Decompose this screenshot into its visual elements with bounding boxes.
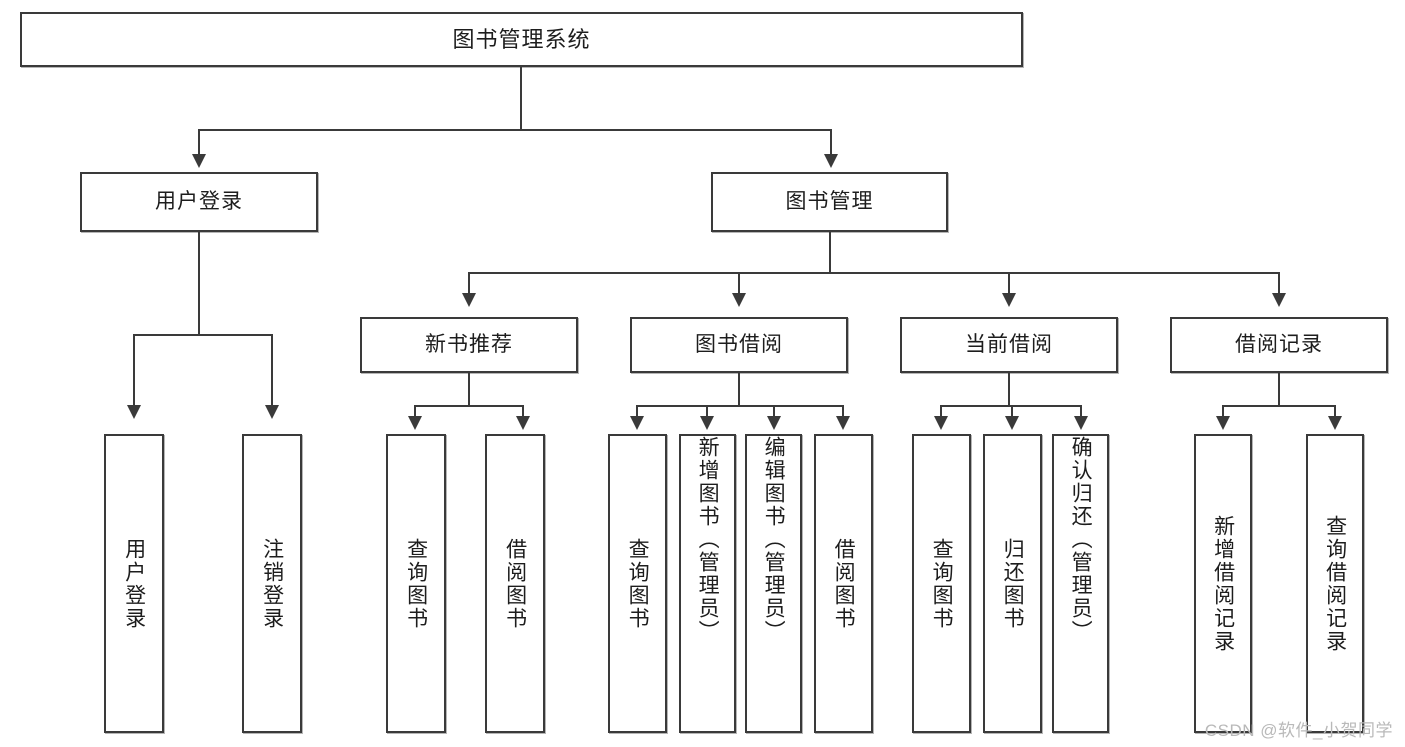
arrow-book-mgmt-to-l3-1 <box>462 293 476 307</box>
connector-book-borrow-stem <box>738 373 740 407</box>
connector-user-login-to-leaf-2 <box>271 334 273 406</box>
connector-book-borrow-to-leaf-2 <box>706 405 708 417</box>
node-borrow-record[interactable]: 借阅记录 <box>1170 317 1388 373</box>
connector-new-book-stem <box>468 373 470 407</box>
connector-current-borrow-to-leaf-2 <box>1011 405 1013 417</box>
node-book-borrow[interactable]: 图书借阅 <box>630 317 848 373</box>
arrow-new-book-to-leaf-2 <box>516 416 530 430</box>
connector-new-book-to-leaf-2 <box>522 405 524 417</box>
connector-borrow-record-bus <box>1222 405 1336 407</box>
leaf-confirm-return-admin[interactable]: 确认归还（管理员） <box>1052 434 1109 733</box>
leaf-label: 新增图书（管理员） <box>696 436 720 643</box>
arrow-book-borrow-to-leaf-3 <box>767 416 781 430</box>
leaf-label: 借阅图书 <box>832 537 856 630</box>
node-label: 借阅记录 <box>1235 332 1323 356</box>
node-user-login[interactable]: 用户登录 <box>80 172 318 232</box>
arrow-borrow-record-to-leaf-1 <box>1216 416 1230 430</box>
arrow-book-mgmt-to-l3-2 <box>732 293 746 307</box>
node-label: 图书管理系统 <box>452 26 591 52</box>
connector-book-borrow-to-leaf-1 <box>636 405 638 417</box>
connector-book-mgmt-to-l3-2 <box>738 272 740 294</box>
node-label: 图书管理 <box>785 189 874 213</box>
leaf-return-book[interactable]: 归还图书 <box>983 434 1042 733</box>
leaf-label: 查询借阅记录 <box>1323 514 1347 653</box>
watermark: CSDN @软件_小贺同学 <box>1204 721 1393 740</box>
connector-current-borrow-stem <box>1008 373 1010 407</box>
leaf-label: 注销登录 <box>260 537 284 630</box>
connector-user-login-bus <box>133 334 272 336</box>
node-label: 新书推荐 <box>425 332 513 356</box>
leaf-label: 查询图书 <box>404 537 428 630</box>
arrow-user-login-to-leaf-2 <box>265 405 279 419</box>
node-root-system[interactable]: 图书管理系统 <box>20 12 1023 67</box>
leaf-label: 借阅图书 <box>503 537 527 630</box>
node-book-management[interactable]: 图书管理 <box>711 172 948 232</box>
node-label: 图书借阅 <box>695 332 783 356</box>
arrow-current-borrow-to-leaf-3 <box>1074 416 1088 430</box>
connector-new-book-to-leaf-1 <box>414 405 416 417</box>
leaf-add-book-admin[interactable]: 新增图书（管理员） <box>679 434 736 733</box>
leaf-user-logout[interactable]: 注销登录 <box>242 434 302 733</box>
leaf-edit-book-admin[interactable]: 编辑图书（管理员） <box>745 434 802 733</box>
arrow-user-login-to-leaf-1 <box>127 405 141 419</box>
leaf-query-borrow-record[interactable]: 查询借阅记录 <box>1306 434 1364 733</box>
arrow-book-mgmt-to-l3-3 <box>1002 293 1016 307</box>
connector-root-to-book-mgmt <box>830 129 832 155</box>
leaf-label: 新增借阅记录 <box>1211 514 1235 653</box>
leaf-label: 查询图书 <box>930 537 954 630</box>
leaf-add-borrow-record[interactable]: 新增借阅记录 <box>1194 434 1252 733</box>
connector-book-borrow-to-leaf-3 <box>773 405 775 417</box>
connector-root-bus <box>198 129 832 131</box>
node-label: 当前借阅 <box>965 332 1053 356</box>
connector-borrow-record-to-leaf-2 <box>1334 405 1336 417</box>
leaf-label: 归还图书 <box>1001 537 1025 630</box>
arrow-current-borrow-to-leaf-2 <box>1005 416 1019 430</box>
arrow-borrow-record-to-leaf-2 <box>1328 416 1342 430</box>
leaf-query-book-current[interactable]: 查询图书 <box>912 434 971 733</box>
leaf-label: 确认归还（管理员） <box>1069 436 1093 643</box>
arrow-root-to-user-login <box>192 154 206 168</box>
leaf-query-book-borrow[interactable]: 查询图书 <box>608 434 667 733</box>
node-label: 用户登录 <box>155 189 243 213</box>
connector-current-borrow-to-leaf-3 <box>1080 405 1082 417</box>
arrow-book-borrow-to-leaf-1 <box>630 416 644 430</box>
leaf-borrow-book-recommend[interactable]: 借阅图书 <box>485 434 545 733</box>
arrow-book-borrow-to-leaf-4 <box>836 416 850 430</box>
connector-user-login-to-leaf-1 <box>133 334 135 406</box>
connector-user-login-stem <box>198 232 200 336</box>
node-current-borrow[interactable]: 当前借阅 <box>900 317 1118 373</box>
connector-borrow-record-to-leaf-1 <box>1222 405 1224 417</box>
connector-book-mgmt-to-l3-3 <box>1008 272 1010 294</box>
arrow-current-borrow-to-leaf-1 <box>934 416 948 430</box>
connector-book-mgmt-to-l3-1 <box>468 272 470 294</box>
arrow-new-book-to-leaf-1 <box>408 416 422 430</box>
connector-borrow-record-stem <box>1278 373 1280 407</box>
leaf-label: 查询图书 <box>626 537 650 630</box>
leaf-user-login[interactable]: 用户登录 <box>104 434 164 733</box>
connector-book-mgmt-to-l3-4 <box>1278 272 1280 294</box>
connector-new-book-bus <box>414 405 524 407</box>
leaf-label: 编辑图书（管理员） <box>762 436 786 643</box>
connector-book-mgmt-bus <box>468 272 1280 274</box>
node-new-book-recommend[interactable]: 新书推荐 <box>360 317 578 373</box>
connector-root-stem <box>520 67 522 130</box>
connector-book-mgmt-stem <box>829 232 831 274</box>
arrow-book-borrow-to-leaf-2 <box>700 416 714 430</box>
connector-book-borrow-to-leaf-4 <box>842 405 844 417</box>
leaf-label: 用户登录 <box>122 537 146 630</box>
connector-root-to-user-login <box>198 129 200 155</box>
arrow-root-to-book-mgmt <box>824 154 838 168</box>
leaf-query-book-recommend[interactable]: 查询图书 <box>386 434 446 733</box>
connector-book-borrow-bus <box>636 405 844 407</box>
arrow-book-mgmt-to-l3-4 <box>1272 293 1286 307</box>
leaf-borrow-book[interactable]: 借阅图书 <box>814 434 873 733</box>
connector-current-borrow-to-leaf-1 <box>940 405 942 417</box>
